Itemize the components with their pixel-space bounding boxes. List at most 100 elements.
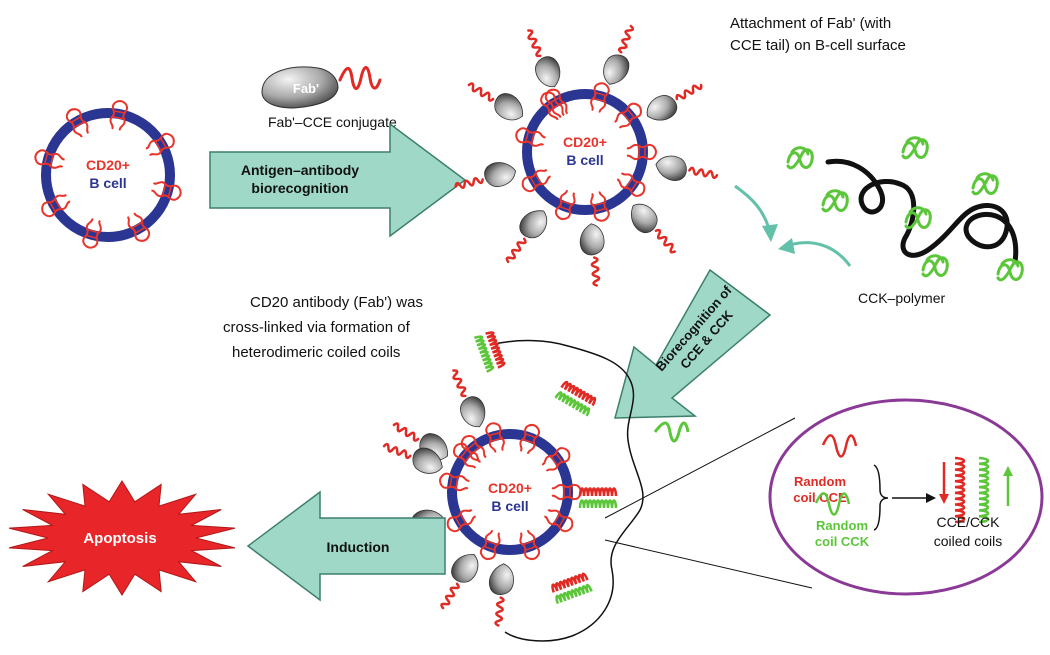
cce-cck-biorecognition-arrow: Biorecognition of CCE & CCK (614, 268, 772, 419)
cd20-receptor (519, 423, 541, 455)
antigen-antibody-arrow: Antigen–antibody biorecognition (209, 122, 467, 238)
fab-conjugate (505, 210, 548, 264)
inset-coiled-coil-helices (954, 456, 990, 524)
cell-2-membrane (522, 89, 648, 215)
free-cck-coil (653, 421, 690, 443)
cell-1-cd20-label: CD20+ (86, 157, 130, 173)
cell-2-fab-bound-b-cell: CD20+ B cell (454, 24, 719, 287)
cce-cck-dimer (578, 487, 618, 509)
crosslink-caption-line-2: cross-linked via formation of (223, 319, 411, 336)
fab-conjugate (382, 442, 443, 474)
cck-blob (904, 206, 932, 230)
fab-conjugate (579, 223, 605, 287)
fab-conjugate (489, 563, 514, 627)
random-cce-icon (821, 434, 858, 458)
fab-conjugate (603, 24, 635, 85)
attachment-caption-line-2: CCE tail) on B-cell surface (730, 37, 906, 54)
cd20-receptor (519, 529, 541, 561)
cck-blob (901, 136, 929, 160)
coiled-coils-line-2: coiled coils (934, 533, 1002, 549)
cd20-receptor (439, 472, 470, 492)
cell-1-cd20-receptors (34, 100, 182, 249)
zoom-line-bottom (604, 539, 813, 589)
cck-peptide-coils (786, 136, 1024, 282)
cce-helix (578, 487, 618, 497)
cd20-receptor (65, 108, 90, 138)
cd20-receptor (590, 191, 610, 222)
cd20-receptor (540, 91, 565, 121)
cd20-receptor (145, 132, 175, 157)
cell-3-cd20-receptors (439, 422, 582, 561)
cck-blob (996, 258, 1024, 282)
cell-2-cd20-label: CD20+ (563, 134, 607, 150)
cell-2-bcell-label: B cell (566, 152, 603, 168)
cck-helix (578, 499, 618, 509)
cell-2-fab-conjugates (454, 24, 719, 287)
cell-1-membrane (41, 108, 175, 242)
coiled-coils-line-1: CCE/CCK (936, 514, 1000, 530)
cd20-receptor (590, 82, 610, 113)
cd20-receptor (614, 102, 642, 129)
cd20-receptor (34, 149, 65, 169)
cce-helix (485, 331, 506, 369)
cck-polymer-label: CCK–polymer (858, 290, 945, 306)
cd20-receptor (446, 508, 476, 533)
inset-cce-helix (954, 456, 966, 524)
fab-conjugate (467, 82, 524, 121)
cell-1-bcell-label: B cell (89, 175, 126, 191)
cd20-receptor (485, 422, 505, 453)
random-cck-line-2: coil CCK (815, 534, 870, 549)
cck-helix (554, 391, 591, 417)
inset-cck-helix (978, 456, 990, 524)
crosslink-caption-line-3: heterodimeric coiled coils (232, 344, 400, 361)
cck-helix (473, 335, 495, 373)
inset-arrow-head (926, 493, 936, 503)
fab-label: Fab' (293, 81, 319, 96)
cell-3-bcell-label: B cell (491, 498, 528, 514)
cd20-receptor (460, 435, 487, 463)
cd20-receptor (554, 189, 576, 221)
random-cck-icon (814, 492, 851, 516)
cck-polymer (786, 136, 1024, 282)
cell-3-crosslinked-b-cell: CD20+ B cell (382, 331, 690, 642)
cce-cck-dimer (473, 331, 506, 373)
cck-blob (786, 146, 814, 170)
apoptosis-label: Apoptosis (83, 530, 156, 547)
induction-arrow: Induction (246, 490, 446, 602)
fab-conjugate (440, 553, 479, 610)
cell-3-polymer-backbone (489, 339, 644, 642)
fab-conjugate-legend: Fab' Fab'–CCE conjugate (261, 66, 397, 130)
cd20-receptor (515, 127, 546, 147)
cd20-receptor (541, 447, 571, 472)
coiled-coil-inset: Random coil CCE Random coil CCK CCE/CCK … (768, 398, 1044, 596)
fab-conjugate (452, 369, 486, 428)
induction-label: Induction (327, 539, 390, 555)
cd20-receptor (626, 143, 657, 161)
cd20-receptor (521, 168, 551, 193)
cell-3-fab-conjugates (382, 369, 514, 627)
converging-curved-arrows (734, 184, 852, 267)
cce-tail-icon (338, 66, 382, 90)
apoptosis-star-shape (8, 480, 236, 596)
arrow-1-line-2: biorecognition (251, 180, 348, 196)
cd20-receptor (551, 483, 582, 501)
zoom-line-top (604, 417, 796, 519)
fab-conjugate (454, 162, 516, 189)
cck-blob (971, 172, 999, 196)
cce-direction-arrow-head (939, 494, 949, 504)
cck-blob (821, 189, 849, 213)
fab-icon (261, 66, 339, 109)
inset-ellipse (768, 398, 1044, 596)
fab-conjugate (631, 203, 676, 254)
cd20-receptor (151, 181, 182, 201)
cd20-receptor (82, 218, 102, 249)
apoptosis-burst: Apoptosis (8, 480, 236, 596)
cd20-receptor (126, 212, 151, 242)
cck-blob (921, 254, 949, 278)
cce-cck-dimer (554, 380, 597, 417)
cell-2-cd20-receptors (515, 82, 657, 222)
cck-helix (555, 583, 593, 605)
cce-helix (551, 572, 589, 593)
cd20-receptor (109, 100, 129, 131)
